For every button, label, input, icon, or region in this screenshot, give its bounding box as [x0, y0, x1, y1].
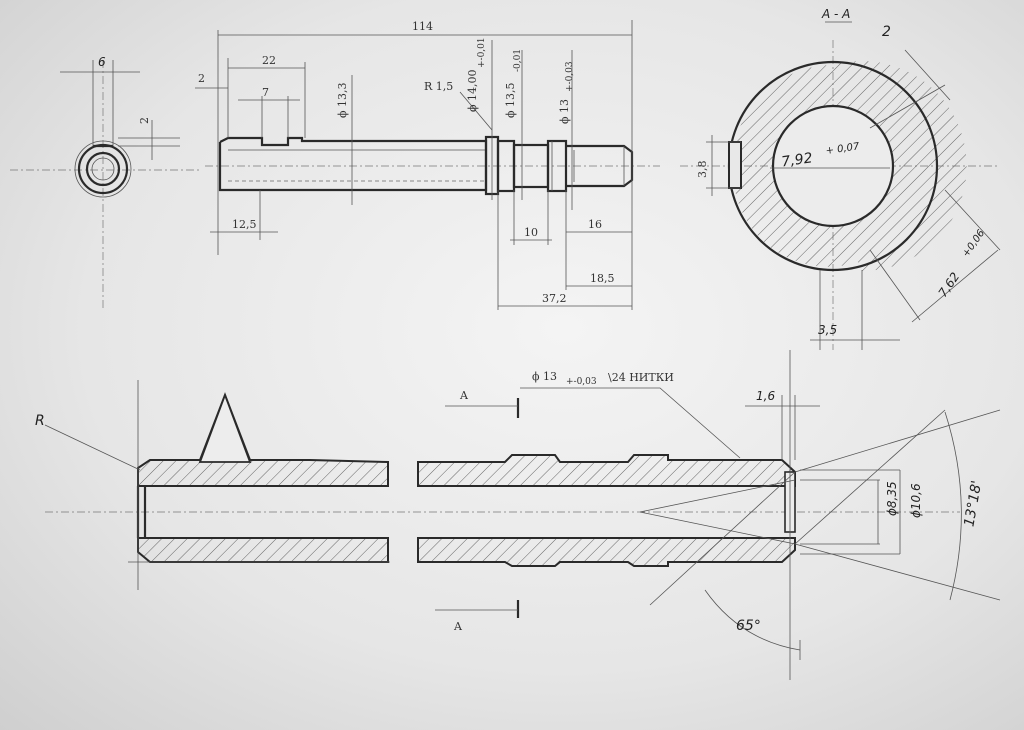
dim-phi-14-tol: +-0,01: [477, 37, 487, 68]
dim-7: 7: [262, 86, 269, 99]
dim-22: 22: [262, 54, 276, 67]
thread-note-main: ϕ 13: [532, 370, 557, 383]
end-view: [10, 60, 200, 310]
angle-65: 65°: [736, 618, 761, 634]
dim-phi-10-6: ϕ10,6: [909, 483, 923, 518]
thread-note-text: \24 НИТКИ: [608, 371, 674, 384]
section-title: A - A: [821, 7, 850, 21]
dim-phi-13-tol: +-0,03: [565, 61, 575, 92]
dim-1-6: 1,6: [756, 389, 775, 403]
dim-phi-13-5: ϕ 13,5: [504, 83, 517, 119]
callout-2: 2: [882, 24, 891, 40]
dim-3-8: 3,8: [696, 161, 709, 179]
dim-3-5: 3,5: [818, 323, 837, 337]
dim-phi-13-3: ϕ 13,3: [336, 83, 349, 119]
dim-10: 10: [524, 226, 538, 239]
dim-r-1-5: R 1,5: [424, 80, 453, 93]
dim-6: 6: [98, 55, 106, 69]
section-marker-a-top: A: [459, 389, 469, 402]
dim-16: 16: [588, 218, 602, 231]
dim-12-5: 12,5: [232, 218, 257, 231]
dim-phi-13: ϕ 13: [558, 99, 571, 124]
dim-7-62: 7,62: [936, 270, 963, 300]
dim-7-92-tol: + 0,07: [825, 141, 861, 157]
dim-7-92: 7,92: [781, 150, 814, 170]
dim-2-side: 2: [138, 117, 151, 124]
section-a-a: [680, 21, 1001, 350]
dim-18-5: 18,5: [590, 272, 615, 285]
section-marker-a-bottom: A: [453, 620, 463, 633]
angle-13-18: 13°18': [961, 479, 985, 528]
dim-114: 114: [412, 20, 433, 33]
dim-phi-13-5-tol: -0,01: [513, 49, 523, 72]
shaft-side-view: [195, 20, 660, 310]
barrel-section: [44, 350, 1001, 680]
thread-note-tol: +-0,03: [566, 377, 597, 387]
dim-7-62-tol: +0,06: [961, 228, 988, 259]
dim-phi-8-35: ϕ8,35: [885, 481, 899, 516]
dim-2-left: 2: [198, 72, 205, 85]
radius-r-label: R: [35, 413, 45, 429]
dim-37-2: 37,2: [542, 292, 567, 305]
dim-phi-14: ϕ 14,00: [466, 70, 479, 113]
